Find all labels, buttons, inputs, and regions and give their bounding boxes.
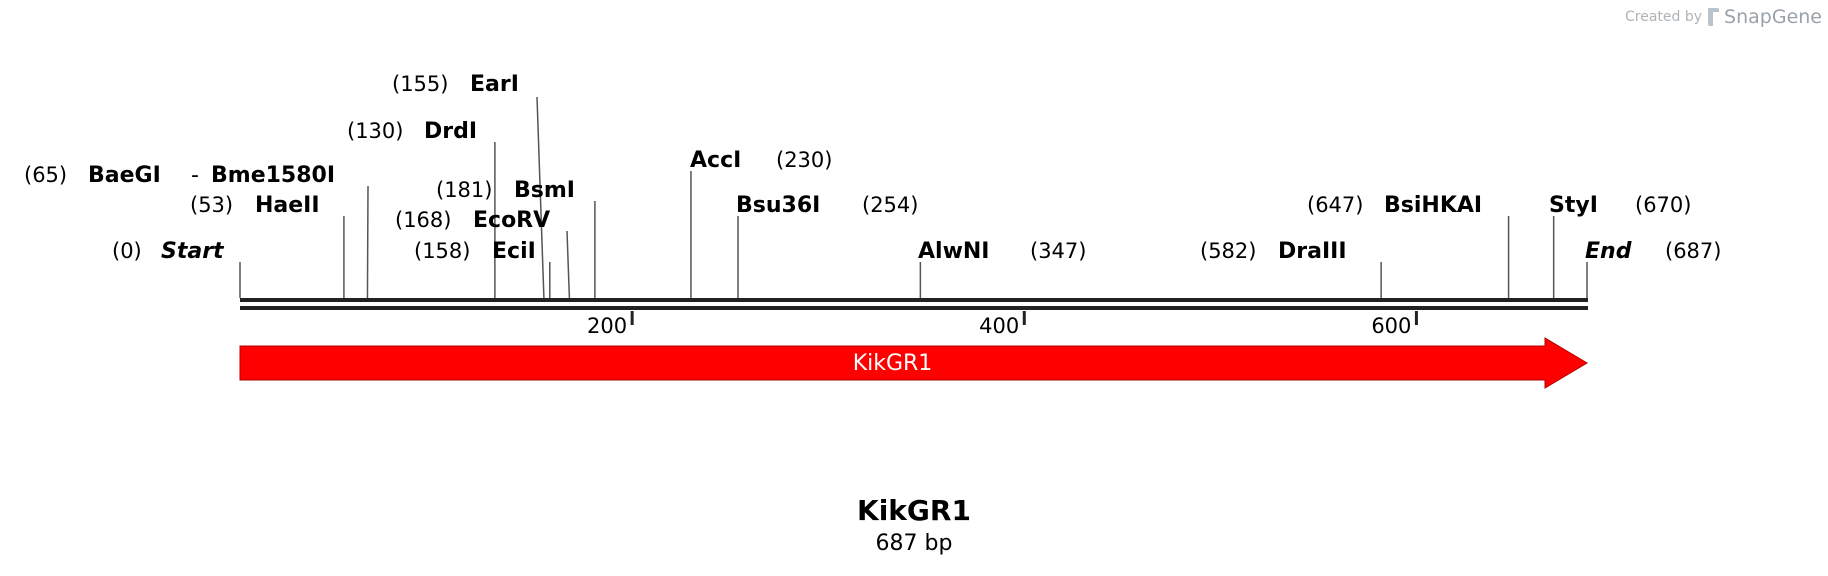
ruler: 200 400 600 — [587, 311, 1418, 338]
site-name-alwni: AlwNI — [918, 239, 990, 264]
site-name-drdi: DrdI — [424, 119, 477, 144]
site-draiii[interactable]: (582) DraIII — [1200, 239, 1347, 264]
site-leader-ecorv — [566, 230, 571, 299]
site-name-draiii: DraIII — [1278, 239, 1347, 264]
site-pos-start: (0) — [112, 239, 142, 263]
snapgene-watermark: Created by SnapGene — [1625, 6, 1822, 28]
site-pos-acci: (230) — [776, 148, 832, 172]
site-styi[interactable]: StyI (670) — [1549, 193, 1691, 218]
site-pos-ecorv: (168) — [395, 208, 451, 232]
site-alwni[interactable]: AlwNI (347) — [918, 239, 1086, 264]
site-name-ecorv: EcoRV — [473, 208, 550, 233]
ruler-label-200: 200 — [587, 314, 627, 338]
site-leader-eari — [536, 96, 545, 299]
site-name-bme1580i: Bme1580I — [211, 163, 335, 188]
site-acci[interactable]: AccI (230) — [690, 148, 832, 173]
site-pos-bsu36i: (254) — [862, 193, 918, 217]
site-bsmi[interactable]: (181) BsmI — [436, 178, 575, 203]
feature-arrow-kikgr1[interactable] — [239, 337, 1588, 389]
sequence-length: 687 bp — [875, 531, 953, 556]
site-start[interactable]: (0) Start — [112, 239, 225, 264]
site-name-bsihkai: BsiHKAI — [1384, 193, 1482, 218]
site-drdi[interactable]: (130) DrdI — [347, 119, 477, 144]
site-pos-ecii: (158) — [414, 239, 470, 263]
site-baegi-bme1580i[interactable]: (65) BaeGI - Bme1580I — [24, 163, 335, 188]
site-name-acci: AccI — [690, 148, 741, 173]
watermark-brand: SnapGene — [1724, 6, 1822, 28]
feature-label: KikGR1 — [853, 351, 933, 376]
site-eari[interactable]: (155) EarI — [392, 72, 519, 97]
site-leader-baegi — [366, 185, 369, 299]
site-ecii[interactable]: (158) EciI — [414, 239, 536, 264]
site-name-styi: StyI — [1549, 193, 1598, 218]
watermark-prefix: Created by — [1625, 9, 1703, 25]
site-pos-end: (687) — [1665, 239, 1721, 263]
site-pos-eari: (155) — [392, 72, 448, 96]
site-name-ecii: EciI — [492, 239, 536, 264]
site-bsu36i[interactable]: Bsu36I (254) — [736, 193, 918, 218]
site-pos-bsihkai: (647) — [1307, 193, 1363, 217]
site-name-end: End — [1585, 239, 1632, 264]
site-pos-baegi: (65) — [24, 163, 67, 187]
site-pos-alwni: (347) — [1030, 239, 1086, 263]
site-name-start: Start — [161, 239, 225, 264]
ruler-label-600: 600 — [1371, 314, 1411, 338]
sequence-title: KikGR1 — [857, 494, 971, 527]
site-leaders — [239, 96, 1588, 299]
ruler-label-400: 400 — [979, 314, 1019, 338]
site-name-bsmi: BsmI — [514, 178, 575, 203]
site-pos-draiii: (582) — [1200, 239, 1256, 263]
site-bsihkai[interactable]: (647) BsiHKAI — [1307, 193, 1482, 218]
site-name-bsu36i: Bsu36I — [736, 193, 820, 218]
site-name-baegi: BaeGI — [88, 163, 161, 188]
site-name-eari: EarI — [470, 72, 519, 97]
site-haeii[interactable]: (53) HaeII — [190, 193, 320, 218]
site-labels: (0) Start (53) HaeII (65) BaeGI - Bme158… — [24, 72, 1721, 264]
site-pos-bsmi: (181) — [436, 178, 492, 202]
snapgene-logo-icon — [1708, 8, 1720, 26]
site-pos-drdi: (130) — [347, 119, 403, 143]
site-ecorv[interactable]: (168) EcoRV — [395, 208, 550, 233]
site-pos-haeii: (53) — [190, 193, 233, 217]
site-pos-styi: (670) — [1635, 193, 1691, 217]
site-end[interactable]: End (687) — [1585, 239, 1721, 264]
site-separator: - — [191, 163, 199, 188]
site-name-haeii: HaeII — [255, 193, 320, 218]
